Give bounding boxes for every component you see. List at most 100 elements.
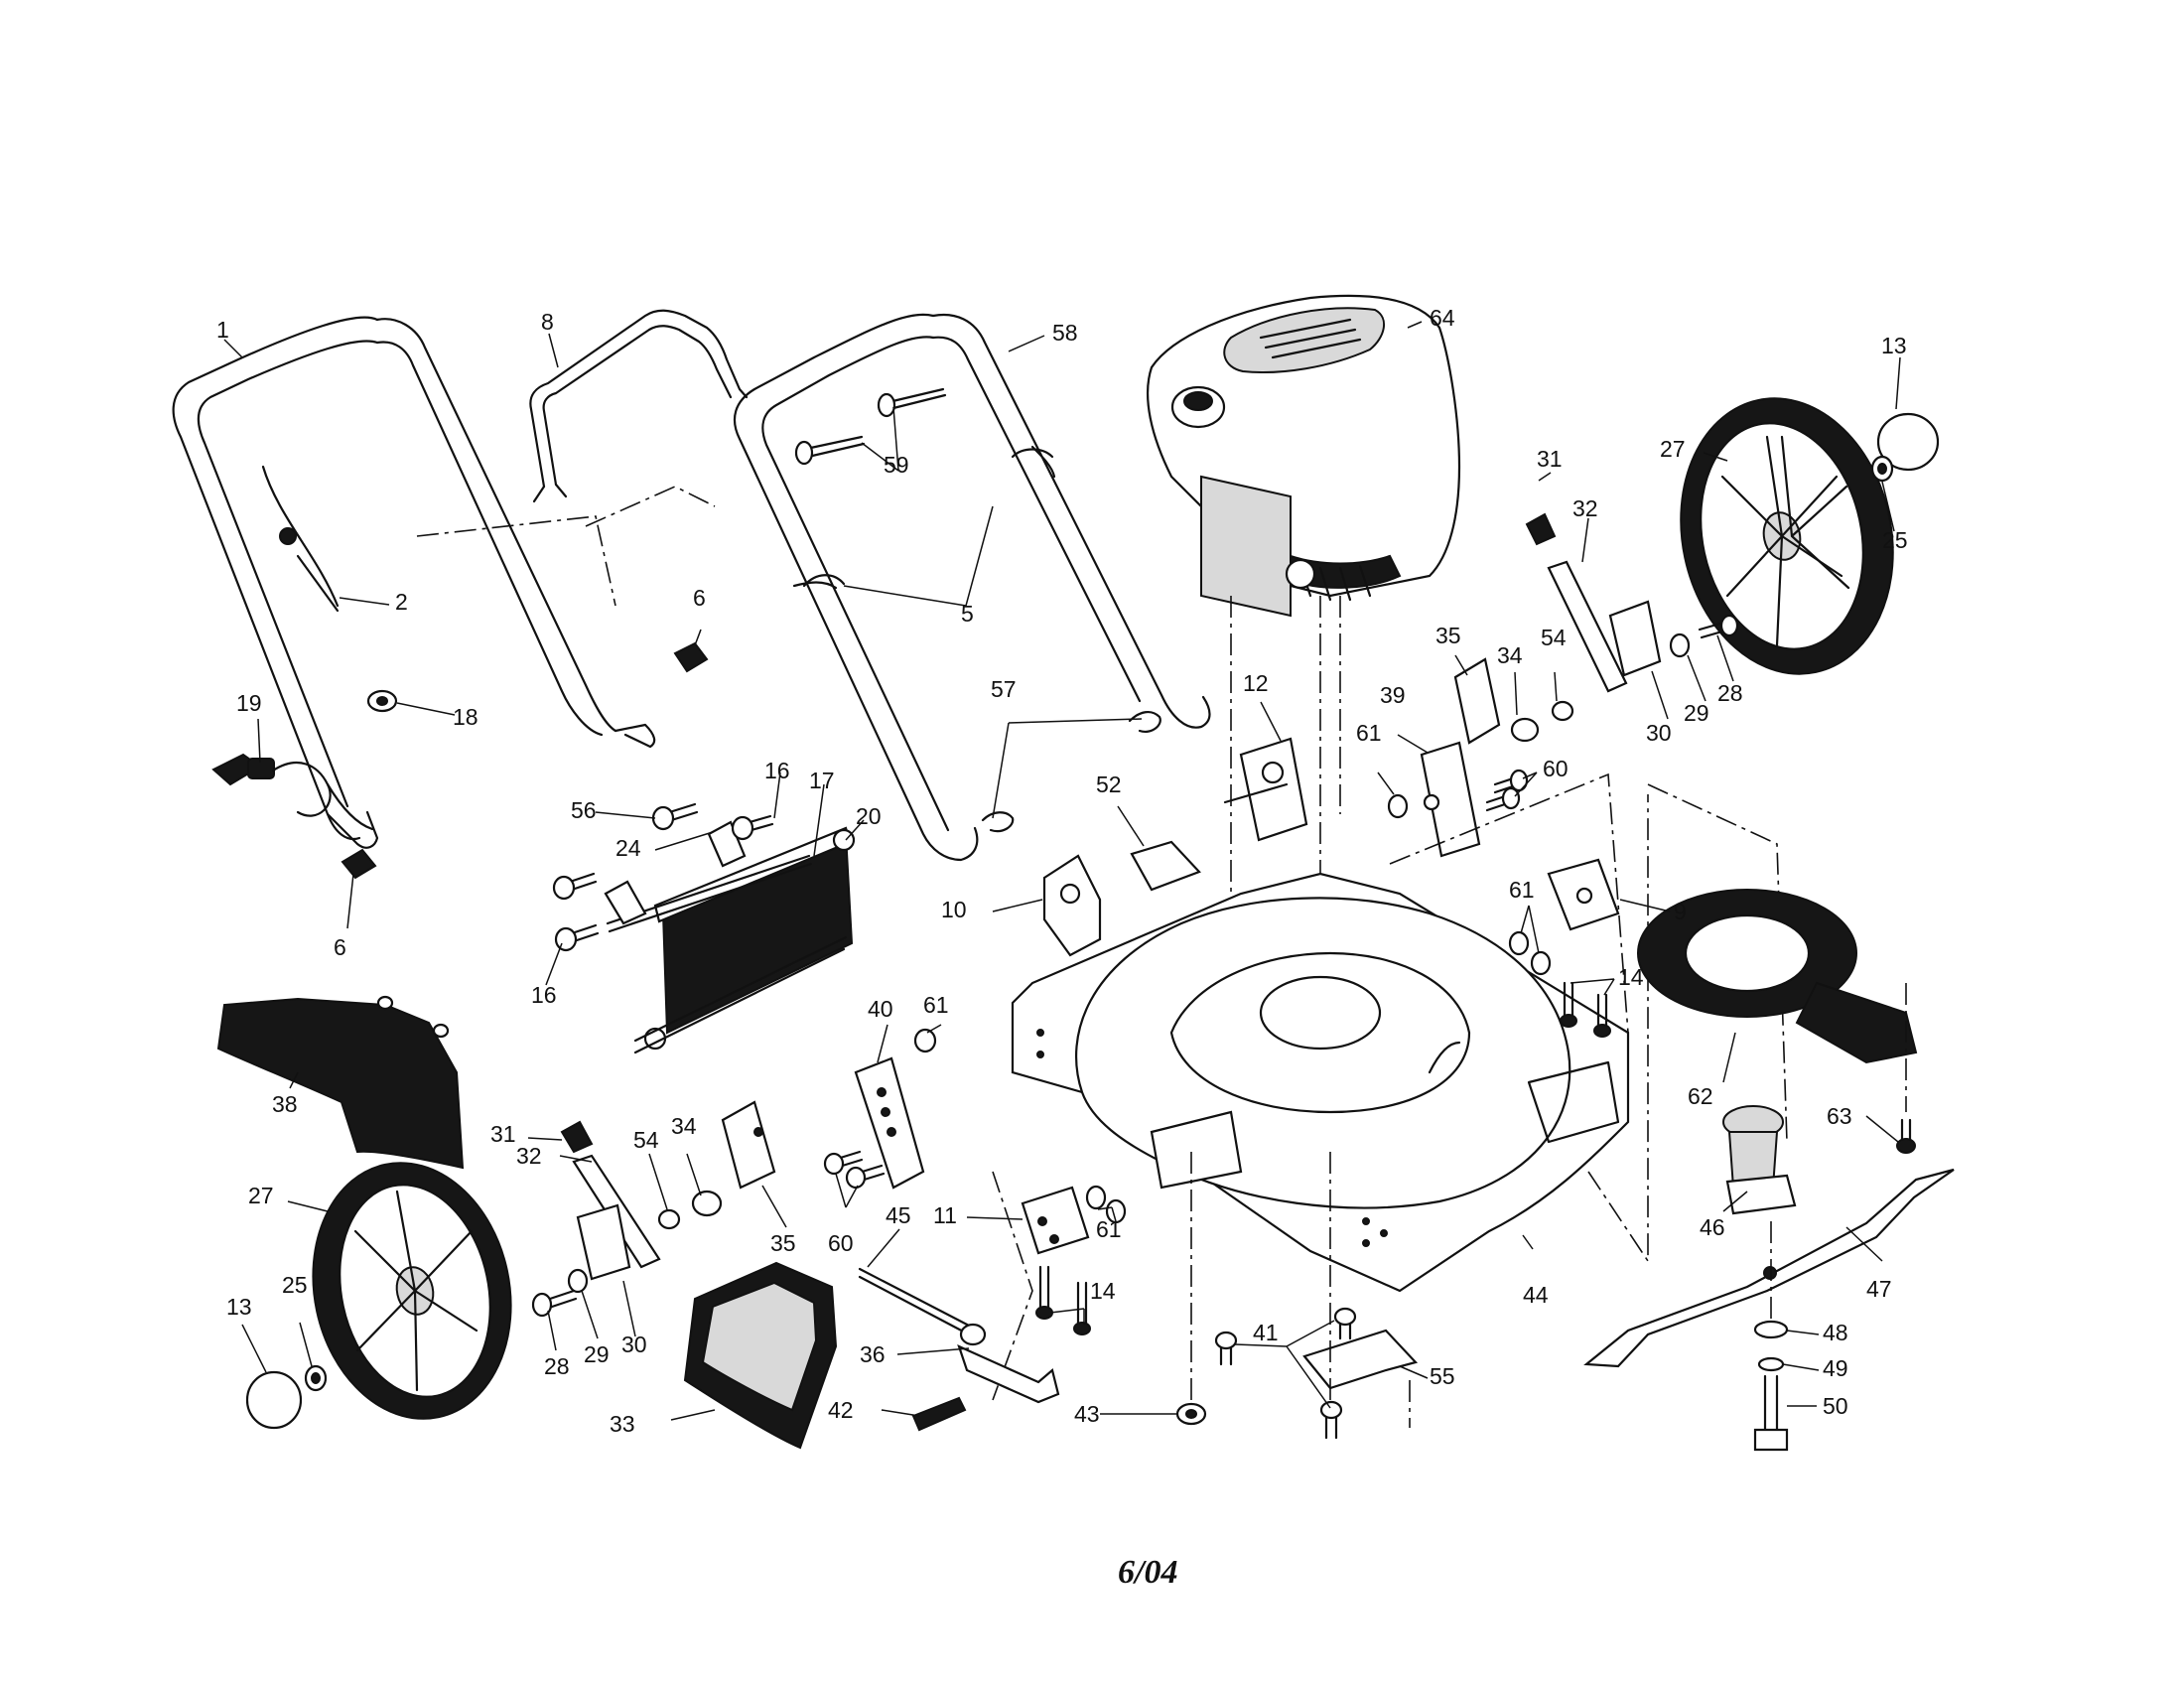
washer-part-48 <box>1753 1320 1789 1339</box>
callout-12: 12 <box>1243 670 1269 696</box>
side-deflector-part-33 <box>683 1261 838 1450</box>
adjuster-bracket-part-30b <box>576 1203 631 1281</box>
callout-1: 1 <box>216 317 229 343</box>
callout-13: 13 <box>1881 333 1907 358</box>
rear-door-part-20 <box>633 826 856 1054</box>
engine-part <box>1146 294 1461 618</box>
hubcap-part-13b <box>245 1370 303 1430</box>
callout-38: 38 <box>272 1091 298 1117</box>
hub-nut-part-25b <box>304 1364 328 1392</box>
callout-57: 57 <box>991 676 1017 702</box>
washer-part-29a <box>1669 632 1691 658</box>
callout-28: 28 <box>1717 680 1743 706</box>
callout-30: 30 <box>1646 720 1672 746</box>
callout-14: 14 <box>1618 964 1644 990</box>
adjuster-lever-part-32a <box>1547 560 1628 693</box>
hinge-bracket-part-10 <box>1042 854 1102 957</box>
front-wheel-left-part <box>312 1162 512 1420</box>
axle-bracket-part-55 <box>1302 1329 1419 1390</box>
handle-bolt-part-59 <box>794 387 947 466</box>
pivot-plate-part-39 <box>1420 741 1481 858</box>
mower-deck-part <box>1011 872 1630 1293</box>
callout-56: 56 <box>571 797 597 823</box>
callout-45: 45 <box>886 1202 911 1228</box>
hinge-bracket-part-24 <box>604 820 747 925</box>
callout-46: 46 <box>1700 1214 1725 1240</box>
blade-baffle-part-62 <box>1637 889 1918 1064</box>
bolt-part-60b <box>823 1150 886 1190</box>
adjuster-knob-part-31b <box>560 1120 594 1154</box>
callout-10: 10 <box>941 897 967 922</box>
axle-alignment-lines <box>1190 1152 1411 1428</box>
callout-25: 25 <box>1882 527 1908 553</box>
bolt-part-56 <box>651 802 699 831</box>
callout-61: 61 <box>1509 877 1535 903</box>
callout-34: 34 <box>671 1113 697 1139</box>
upper-handle-part <box>172 316 656 849</box>
callout-61: 61 <box>1096 1216 1122 1242</box>
callout-27: 27 <box>1660 436 1686 462</box>
callout-28: 28 <box>544 1353 570 1379</box>
washer-part-54a <box>1551 700 1574 722</box>
callout-9: 9 <box>1674 899 1687 924</box>
hubcap-part-13a <box>1876 412 1940 472</box>
callout-54: 54 <box>633 1127 659 1153</box>
adjuster-bracket-part-30a <box>1608 600 1662 677</box>
callout-29: 29 <box>1684 700 1709 726</box>
spacer-part-34a <box>1510 717 1540 743</box>
callout-30: 30 <box>621 1332 647 1357</box>
blade-bolt-part-63 <box>1896 1118 1916 1154</box>
spacer-part-34b <box>691 1190 723 1217</box>
callout-64: 64 <box>1430 305 1455 331</box>
nut-part-61d <box>1085 1185 1127 1224</box>
callout-54: 54 <box>1541 625 1567 650</box>
callout-18: 18 <box>453 704 478 730</box>
cover-plate-part-52 <box>1130 840 1201 892</box>
callout-20: 20 <box>856 803 882 829</box>
hub-nut-part-25a <box>1870 455 1894 483</box>
height-plate-part-35b <box>721 1100 776 1190</box>
callout-24: 24 <box>615 835 641 861</box>
callout-49: 49 <box>1823 1355 1848 1381</box>
pivot-bracket-part-12 <box>1223 737 1308 842</box>
lower-handle-part <box>733 313 1211 862</box>
axle-bracket-part-11 <box>1021 1186 1090 1255</box>
callout-17: 17 <box>809 768 835 793</box>
handle-knob-part <box>211 753 374 831</box>
height-plate-part-35a <box>1453 657 1501 745</box>
blade-adapter-part-46 <box>1722 1105 1797 1215</box>
door-bracket-part-36 <box>957 1323 1060 1404</box>
callout-14: 14 <box>1090 1278 1116 1304</box>
washer-part-18 <box>366 689 398 713</box>
callout-19: 19 <box>236 690 262 716</box>
callout-11: 11 <box>933 1202 957 1228</box>
callout-2: 2 <box>395 589 408 615</box>
rear-flap-part-38 <box>216 995 465 1170</box>
callout-61: 61 <box>1356 720 1382 746</box>
callout-58: 58 <box>1052 320 1078 346</box>
callout-29: 29 <box>584 1341 610 1367</box>
callout-44: 44 <box>1523 1282 1549 1308</box>
callout-52: 52 <box>1096 772 1122 797</box>
callout-35: 35 <box>770 1230 796 1256</box>
bolt-part-14b <box>1035 1265 1091 1335</box>
callout-55: 55 <box>1430 1363 1455 1389</box>
callout-31: 31 <box>490 1121 516 1147</box>
bolt-part-60a <box>1485 769 1529 812</box>
bolt-part-28a <box>1698 614 1739 639</box>
hairpin-clip-part-57 <box>981 711 1161 833</box>
blade-axis-line <box>1770 983 1907 1321</box>
callout-61: 61 <box>923 992 949 1018</box>
lock-washer-part-49 <box>1757 1356 1785 1372</box>
callout-labels: 1 8 58 64 13 27 59 31 32 25 2 5 6 35 34 … <box>216 305 1908 1437</box>
callout-63: 63 <box>1827 1103 1852 1129</box>
callout-60: 60 <box>1543 756 1569 781</box>
callout-62: 62 <box>1688 1083 1713 1109</box>
callout-27: 27 <box>248 1183 274 1208</box>
callout-47: 47 <box>1866 1276 1892 1302</box>
control-bail-part <box>529 309 749 503</box>
mount-bracket-part-9 <box>1547 858 1620 931</box>
nut-part-61b <box>1508 930 1552 976</box>
callout-33: 33 <box>610 1411 635 1437</box>
